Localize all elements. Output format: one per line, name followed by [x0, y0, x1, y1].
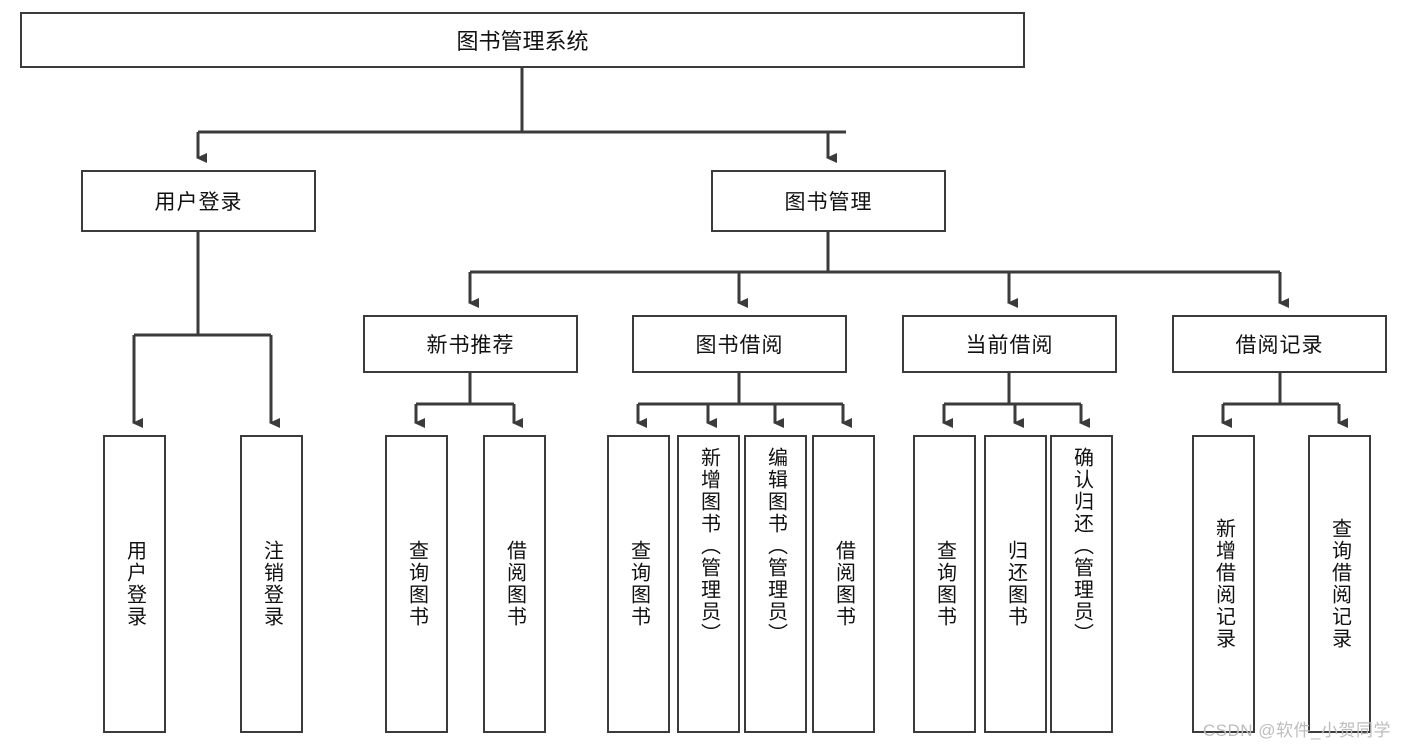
node-leaf-10[interactable]: 确认归还（管理员）: [1050, 435, 1113, 733]
node-leaf-0[interactable]: 用户登录: [103, 435, 166, 733]
node-level3-2[interactable]: 当前借阅: [902, 315, 1117, 373]
node-leaf-11-label: 新增借阅记录: [1212, 518, 1235, 650]
node-leaf-12[interactable]: 查询借阅记录: [1308, 435, 1371, 733]
node-leaf-0-label: 用户登录: [123, 540, 146, 628]
node-leaf-8-label: 查询图书: [933, 540, 956, 628]
node-level3-1-label: 图书借阅: [695, 334, 784, 357]
node-level3-0[interactable]: 新书推荐: [363, 315, 578, 373]
node-leaf-4-label: 查询图书: [627, 540, 650, 628]
node-leaf-6[interactable]: 编辑图书（管理员）: [744, 435, 807, 733]
node-leaf-3[interactable]: 借阅图书: [483, 435, 546, 733]
node-leaf-9-label: 归还图书: [1004, 540, 1027, 628]
node-level2-1-label: 图书管理: [784, 191, 873, 214]
node-leaf-1[interactable]: 注销登录: [240, 435, 303, 733]
node-leaf-12-label: 查询借阅记录: [1328, 518, 1351, 650]
node-level3-0-label: 新书推荐: [426, 334, 515, 357]
node-leaf-1-label: 注销登录: [260, 540, 283, 628]
node-leaf-8[interactable]: 查询图书: [913, 435, 976, 733]
node-level3-2-label: 当前借阅: [965, 334, 1054, 357]
node-leaf-7-label: 借阅图书: [832, 540, 855, 628]
node-leaf-2[interactable]: 查询图书: [385, 435, 448, 733]
node-leaf-6-label: 编辑图书（管理员）: [764, 447, 787, 645]
node-level3-3-label: 借阅记录: [1235, 334, 1324, 357]
node-root-label: 图书管理系统: [456, 29, 589, 54]
node-leaf-5[interactable]: 新增图书（管理员）: [677, 435, 740, 733]
node-leaf-10-label: 确认归还（管理员）: [1070, 447, 1093, 645]
watermark: CSDN @软件_小贺同学: [1202, 721, 1391, 740]
node-leaf-5-label: 新增图书（管理员）: [697, 447, 720, 645]
node-root[interactable]: 图书管理系统: [20, 12, 1025, 68]
node-leaf-4[interactable]: 查询图书: [607, 435, 670, 733]
node-leaf-3-label: 借阅图书: [503, 540, 526, 628]
node-level3-1[interactable]: 图书借阅: [632, 315, 847, 373]
node-level2-0[interactable]: 用户登录: [81, 170, 316, 232]
node-level2-0-label: 用户登录: [154, 191, 243, 214]
node-level3-3[interactable]: 借阅记录: [1172, 315, 1387, 373]
node-leaf-2-label: 查询图书: [405, 540, 428, 628]
node-leaf-7[interactable]: 借阅图书: [812, 435, 875, 733]
node-leaf-11[interactable]: 新增借阅记录: [1192, 435, 1255, 733]
node-level2-1[interactable]: 图书管理: [711, 170, 946, 232]
node-leaf-9[interactable]: 归还图书: [984, 435, 1047, 733]
